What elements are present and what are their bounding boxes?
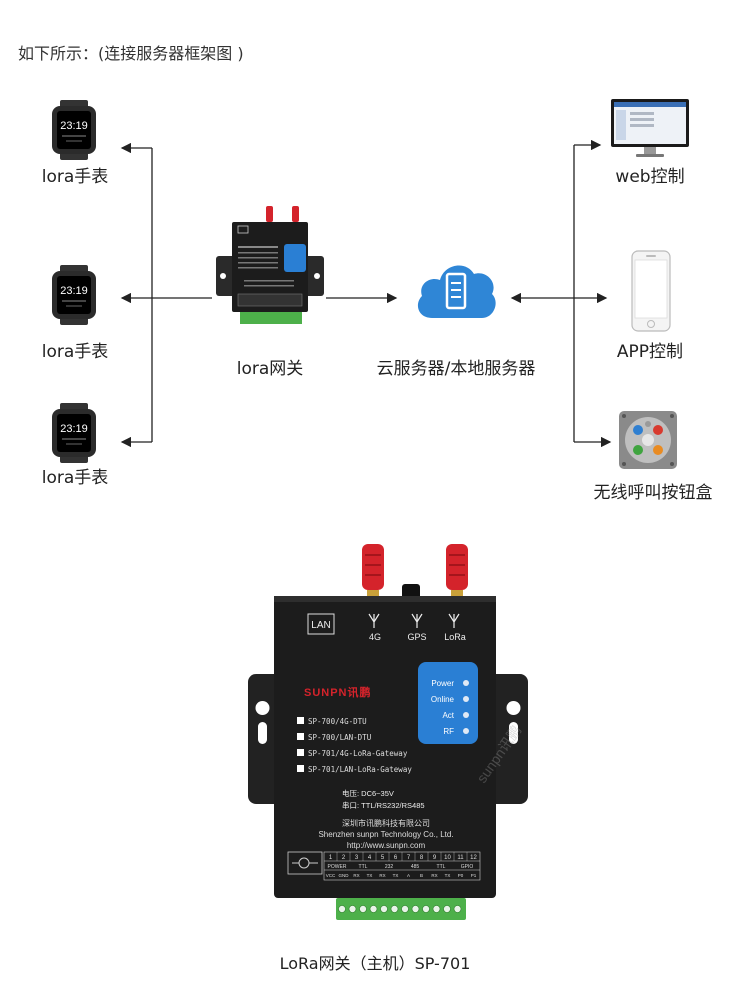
svg-text:23:19: 23:19 — [60, 285, 88, 297]
terminal-number: 12 — [470, 855, 477, 861]
web-control-label: web控制 — [615, 167, 685, 187]
terminal-pin: RX — [431, 873, 437, 878]
server-label: 云服务器/本地服务器 — [376, 359, 536, 379]
terminal-pin: RX — [379, 873, 385, 878]
terminal-pin: P1 — [471, 873, 477, 878]
terminal-pin: A — [407, 873, 410, 878]
monitor-icon — [611, 99, 689, 157]
terminal-number: 3 — [355, 855, 359, 861]
svg-text:SP-700/LAN-DTU: SP-700/LAN-DTU — [308, 733, 371, 742]
watch-label-1: lora手表 — [41, 167, 109, 187]
led-panel — [418, 662, 478, 744]
terminal-group: 485 — [411, 864, 420, 870]
svg-text:23:19: 23:19 — [60, 120, 88, 132]
terminal-pin: VCC — [326, 873, 336, 878]
terminal-number: 11 — [457, 855, 464, 861]
svg-text:SP-701/4G-LoRa-Gateway: SP-701/4G-LoRa-Gateway — [308, 749, 408, 758]
terminal-group: POWER — [328, 864, 347, 870]
svg-text:LAN: LAN — [311, 620, 330, 631]
svg-text:4G: 4G — [369, 632, 381, 642]
watch-icon: 23:19 — [52, 100, 96, 160]
app-control-label: APP控制 — [616, 342, 684, 362]
terminal-number: 8 — [420, 855, 424, 861]
watch-label-2: lora手表 — [41, 342, 109, 362]
terminal-number: 7 — [407, 855, 411, 861]
svg-text:SP-700/4G-DTU: SP-700/4G-DTU — [308, 717, 367, 726]
svg-text:RF: RF — [443, 727, 454, 736]
gateway-label: lora网关 — [236, 359, 304, 379]
button-box-label: 无线呼叫按钮盒 — [593, 483, 713, 503]
terminal-pin: TX — [367, 873, 373, 878]
terminal-number: 4 — [368, 855, 372, 861]
terminal-group: GPIO — [461, 864, 474, 870]
svg-text:Power: Power — [431, 679, 454, 688]
device-caption: LoRa网关（主机）SP-701 — [279, 954, 471, 973]
cloud-server-icon — [417, 265, 496, 318]
svg-text:电压: DC6~35V: 电压: DC6~35V — [342, 788, 394, 798]
terminal-pin: B — [420, 873, 423, 878]
watch-icon: 23:19 — [52, 265, 96, 325]
svg-text:SUNPN讯鹏: SUNPN讯鹏 — [304, 685, 372, 699]
svg-text:GPS: GPS — [407, 632, 426, 642]
terminal-group: 232 — [385, 864, 394, 870]
antenna-icon — [446, 544, 468, 590]
terminal-number: 2 — [342, 855, 346, 861]
terminal-number: 6 — [394, 855, 398, 861]
intro-text: 如下所示：(连接服务器框架图 ) — [18, 44, 244, 63]
svg-text:Shenzhen sunpn Technology Co.,: Shenzhen sunpn Technology Co., Ltd. — [318, 830, 453, 839]
terminal-number: 5 — [381, 855, 385, 861]
terminal-number: 1 — [329, 855, 333, 861]
terminal-number: 9 — [433, 855, 437, 861]
terminal-group: TTL — [359, 864, 368, 870]
terminal-number: 10 — [444, 855, 451, 861]
svg-text:Online: Online — [431, 695, 455, 704]
terminal-block — [336, 898, 466, 920]
connector-lines — [120, 139, 612, 448]
phone-icon — [631, 250, 671, 332]
svg-text:串口: TTL/RS232/RS485: 串口: TTL/RS232/RS485 — [342, 801, 425, 810]
terminal-group: TTL — [437, 864, 446, 870]
svg-text:Act: Act — [442, 711, 454, 720]
terminal-pin: P0 — [458, 873, 464, 878]
gateway-device-large: LAN 4G GPS LoRa Power Online Act RF SUNP… — [248, 544, 528, 920]
svg-text:23:19: 23:19 — [60, 423, 88, 435]
terminal-pin: TX — [445, 873, 451, 878]
terminal-pin: RX — [353, 873, 359, 878]
watch-icon: 23:19 — [52, 403, 96, 463]
svg-text:LoRa: LoRa — [444, 632, 466, 642]
svg-text:SP-701/LAN-LoRa-Gateway: SP-701/LAN-LoRa-Gateway — [308, 765, 412, 774]
button-box-icon — [619, 411, 677, 469]
gateway-small-icon — [216, 206, 324, 324]
antenna-icon — [362, 544, 384, 590]
svg-text:深圳市讯鹏科技有限公司: 深圳市讯鹏科技有限公司 — [342, 818, 430, 828]
terminal-pin: GND — [339, 873, 350, 878]
terminal-pin: TX — [393, 873, 399, 878]
watch-label-3: lora手表 — [41, 468, 109, 488]
svg-text:http://www.sunpn.com: http://www.sunpn.com — [347, 841, 426, 850]
